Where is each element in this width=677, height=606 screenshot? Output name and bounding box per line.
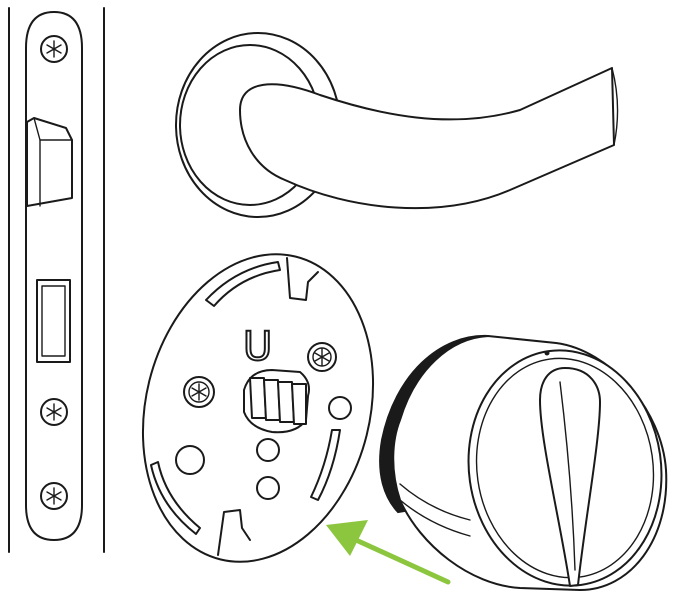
screw-icon	[307, 342, 337, 372]
plate-u-marking: U	[243, 324, 272, 370]
smart-lock-body-icon	[379, 334, 668, 591]
spindle-adapter-icon	[249, 377, 307, 425]
door-handle-icon	[175, 32, 619, 218]
arrow-head	[326, 520, 368, 556]
screw-icon	[183, 376, 215, 408]
mounting-plate-icon: U	[141, 253, 375, 563]
screw-icon	[40, 35, 68, 63]
lock-faceplate-icon	[25, 11, 83, 541]
install-direction-arrow-icon	[326, 520, 451, 585]
arrow-shaft	[353, 537, 451, 585]
screw-icon	[40, 398, 68, 426]
screw-icon	[40, 482, 68, 510]
